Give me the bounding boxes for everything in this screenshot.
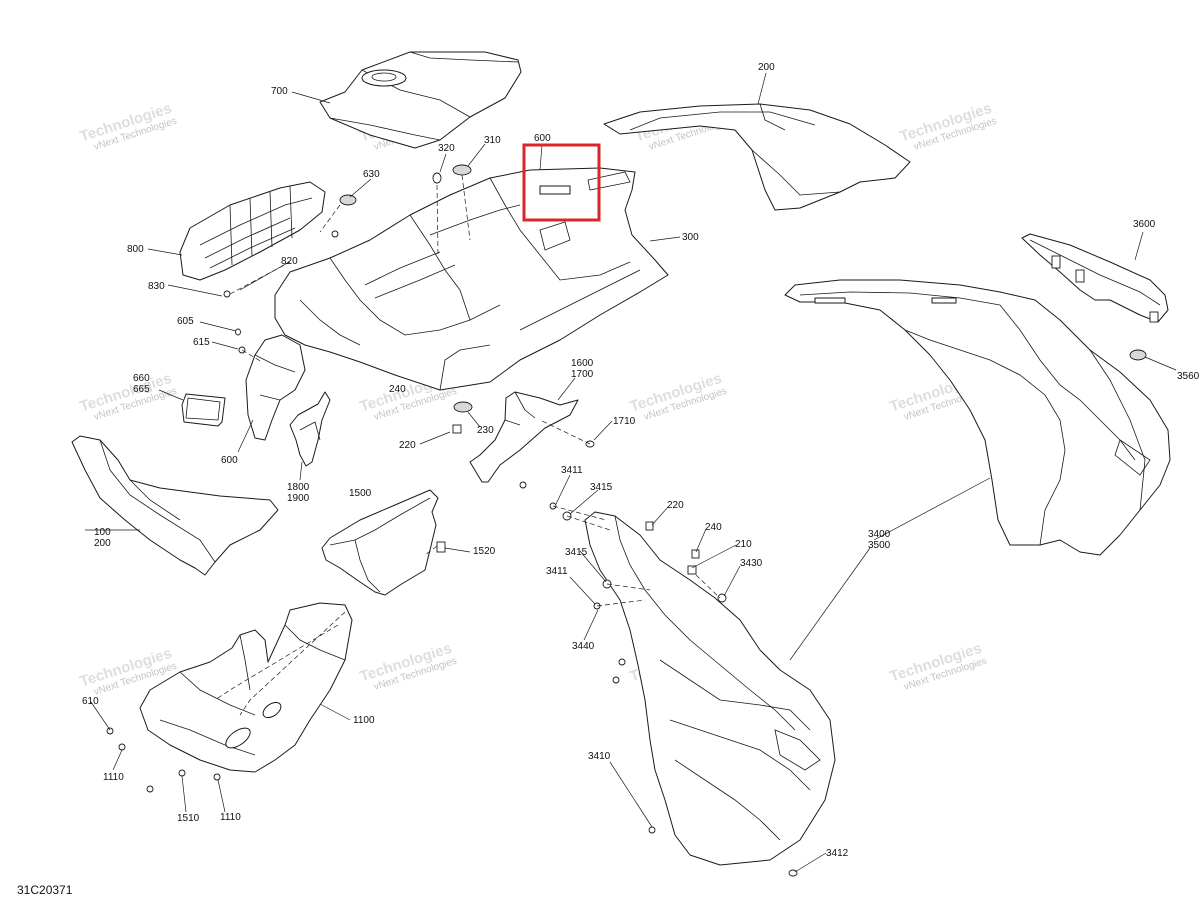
part-600-left-bracket (245, 334, 306, 441)
part-3410-side-panel (584, 511, 836, 866)
callout-3415-mid: 3415 (565, 547, 588, 558)
nut-1110-b (213, 773, 221, 781)
callout-3440: 3440 (572, 641, 595, 652)
callout-3400: 3400 (868, 529, 891, 540)
callout-310: 310 (484, 135, 501, 146)
alignment-lines (214, 174, 721, 716)
callout-200-left: 200 (94, 538, 111, 549)
part-1600-duct (469, 391, 579, 483)
part-700-top-cover (319, 51, 522, 149)
callout-1110-right: 1110 (220, 812, 241, 823)
watermark: Technologies vNext Technologies (78, 370, 178, 423)
watermark: Technologies vNext Technologies (888, 640, 988, 693)
part-1100-skid-plate (139, 602, 353, 773)
screw-lower (519, 481, 527, 489)
clip-1520 (436, 541, 446, 553)
callout-240: 240 (389, 384, 406, 395)
part-660-lamp (181, 393, 226, 427)
callout-3500: 3500 (868, 540, 891, 551)
callout-1800: 1800 (287, 482, 310, 493)
highlight-box-600 (522, 143, 601, 222)
part-3400-fender (784, 279, 1171, 556)
grommet-230 (453, 401, 473, 413)
watermark: Technologies vNext Technologies (898, 100, 998, 153)
callout-3411-mid: 3411 (546, 566, 568, 577)
callout-1100: 1100 (353, 715, 375, 726)
callout-700: 700 (271, 86, 288, 97)
callout-800: 800 (127, 244, 144, 255)
part-800-grille (179, 181, 326, 281)
callout-1520: 1520 (473, 546, 496, 557)
watermark: Technologies vNext Technologies (358, 640, 458, 693)
callout-230: 230 (477, 425, 494, 436)
callout-1510: 1510 (177, 813, 200, 824)
screw-610 (106, 727, 114, 735)
clip-1510 (178, 769, 186, 777)
part-1800-bracket (289, 391, 331, 467)
callout-220-right: 220 (667, 500, 684, 511)
callout-1710: 1710 (613, 416, 636, 427)
part-300-main-body (274, 167, 669, 391)
callout-1500: 1500 (349, 488, 372, 499)
callout-600-top: 600 (534, 133, 551, 144)
callout-220: 220 (399, 440, 416, 451)
clip-220-right (645, 521, 654, 531)
callout-610: 610 (82, 696, 99, 707)
callout-3560: 3560 (1177, 371, 1200, 382)
clip-320 (432, 172, 442, 184)
callout-300: 300 (682, 232, 699, 243)
clip-210 (687, 565, 697, 575)
screw-830 (223, 290, 231, 298)
callout-3600: 3600 (1133, 219, 1156, 230)
drawing-number: 31C20371 (17, 883, 73, 897)
grommet-3560 (1129, 349, 1147, 361)
screw-3410-b (612, 676, 620, 684)
screw-3412 (788, 869, 798, 877)
part-200-upper-panel (603, 103, 911, 211)
callout-3410: 3410 (588, 751, 611, 762)
callout-660: 660 (133, 373, 150, 384)
part-3600-cover (1021, 233, 1169, 323)
screw-1510 (146, 785, 154, 793)
grommet-630 (339, 194, 357, 206)
screw-3410-a (618, 658, 626, 666)
leader-lines (85, 72, 1177, 873)
clip-240 (691, 549, 700, 559)
callout-1110-left: 1110 (103, 772, 124, 783)
callout-labels: 700 320 310 600 200 630 800 820 830 300 … (82, 62, 1200, 859)
screw-3410-c (648, 826, 656, 834)
callout-820: 820 (281, 256, 298, 267)
pin-605 (235, 328, 241, 336)
callout-830: 830 (148, 281, 165, 292)
callout-630: 630 (363, 169, 380, 180)
part-1500-duct-cover (321, 489, 439, 596)
callout-210: 210 (735, 539, 752, 550)
callout-1600: 1600 (571, 358, 594, 369)
callout-200-top: 200 (758, 62, 775, 73)
callout-3430: 3430 (740, 558, 763, 569)
part-100-lower-panel (71, 435, 279, 576)
callout-1700: 1700 (571, 369, 594, 380)
callout-100: 100 (94, 527, 111, 538)
callout-665: 665 (133, 384, 150, 395)
callout-3415-top: 3415 (590, 482, 613, 493)
watermark: Technologies vNext Technologies (628, 370, 728, 423)
watermark: Technologies vNext Technologies (78, 100, 178, 153)
callout-240-right: 240 (705, 522, 722, 533)
callout-1900: 1900 (287, 493, 310, 504)
nut-1110 (118, 743, 126, 751)
clip-820 (331, 230, 339, 238)
callout-320: 320 (438, 143, 455, 154)
clip-220 (452, 424, 462, 434)
callout-3412: 3412 (826, 848, 849, 859)
callout-3411-top: 3411 (561, 465, 583, 476)
callout-605: 605 (177, 316, 194, 327)
callout-600-left: 600 (221, 455, 238, 466)
callout-615: 615 (193, 337, 210, 348)
grommet-310 (452, 164, 472, 176)
